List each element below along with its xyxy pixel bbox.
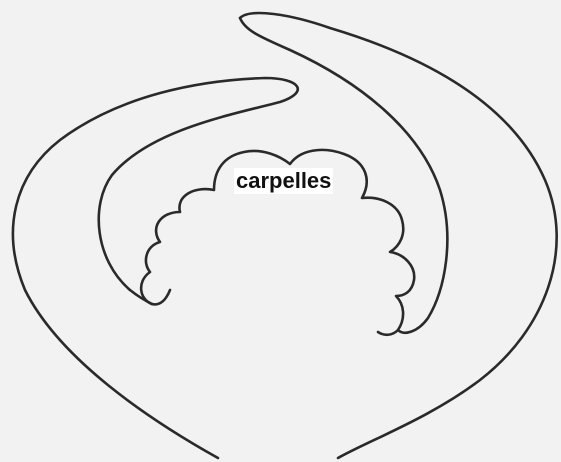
left-outer-petal-outline bbox=[13, 78, 298, 458]
carpels-label: carpelles bbox=[234, 168, 333, 194]
carpel-left-notch-outline bbox=[152, 290, 170, 304]
